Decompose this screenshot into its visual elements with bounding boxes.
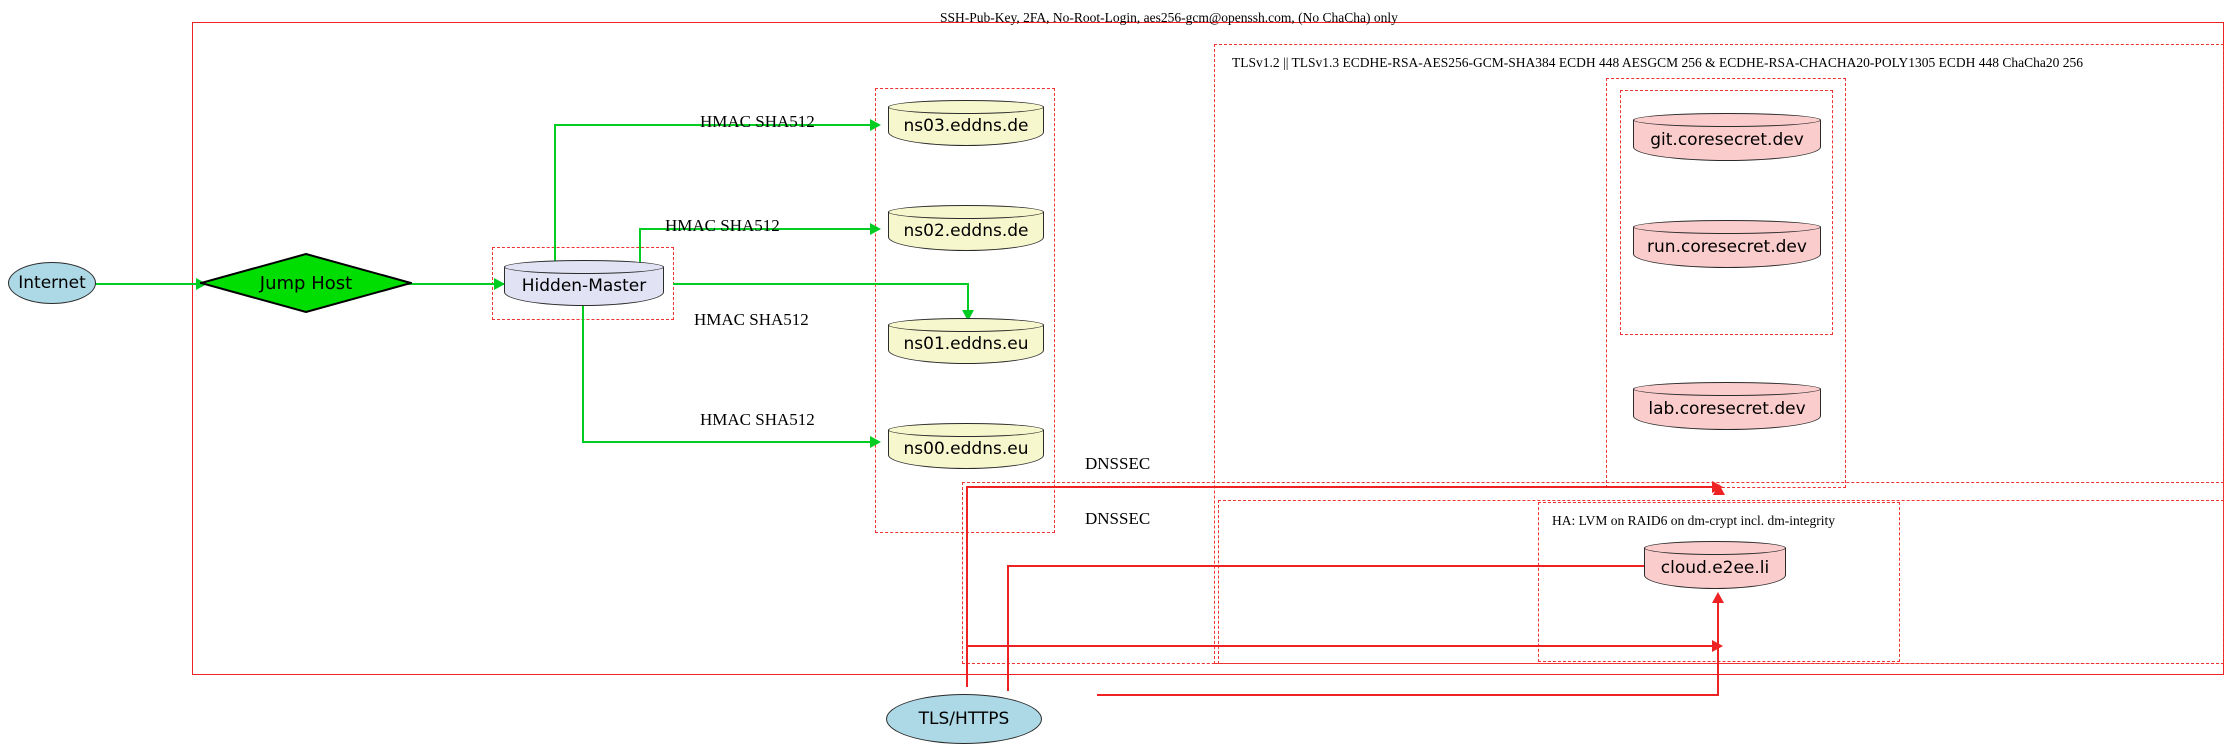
node-tls-https-label: TLS/HTTPS	[918, 709, 1010, 729]
node-lab-coresecret-label: lab.coresecret.dev	[1648, 399, 1806, 419]
node-ns00-top	[888, 423, 1044, 437]
edge-dnssec-lower-arrow	[1713, 484, 1725, 495]
node-git-coresecret-top	[1633, 113, 1821, 127]
edge-master-to-ns01-vertical	[967, 283, 970, 314]
edge-tls-right-arrow	[1712, 592, 1724, 603]
cluster-ha-storage-label: HA: LVM on RAID6 on dm-crypt incl. dm-in…	[1552, 513, 1835, 528]
edge-label-dnssec-upper: DNSSEC	[1085, 454, 1151, 473]
edge-master-to-ns02-horizontal	[639, 228, 876, 231]
node-ns00-label: ns00.eddns.eu	[903, 439, 1029, 459]
edge-master-to-ns03-vertical	[554, 124, 557, 266]
node-git-coresecret[interactable]: git.coresecret.dev	[1633, 113, 1821, 161]
edge-master-to-ns00-vertical	[582, 300, 585, 443]
edge-master-to-ns00-arrow	[870, 436, 881, 448]
edge-master-to-ns01-horizontal	[673, 283, 969, 286]
edge-master-to-ns03-horizontal	[554, 124, 876, 127]
cluster-dnssec-zone-b	[1218, 500, 2224, 664]
node-ns00[interactable]: ns00.eddns.eu	[888, 423, 1044, 469]
edge-tls-right-run	[1097, 694, 1719, 696]
node-jump-host[interactable]: Jump Host	[200, 253, 412, 313]
cluster-coresecret-inner-zone	[1620, 90, 1833, 335]
node-ns01[interactable]: ns01.eddns.eu	[888, 318, 1044, 364]
edge-dnssec-lower-riser	[1007, 565, 1009, 691]
node-ns01-top	[888, 318, 1044, 332]
node-ns02-top	[888, 205, 1044, 219]
node-ns02[interactable]: ns02.eddns.de	[888, 205, 1044, 251]
edge-tls-lower-long-arrow	[1712, 640, 1723, 652]
cluster-dns-zone	[875, 88, 1055, 533]
edge-label-hmac-ns01: HMAC SHA512	[694, 310, 809, 329]
edge-label-hmac-ns02: HMAC SHA512	[665, 216, 780, 235]
node-lab-coresecret[interactable]: lab.coresecret.dev	[1633, 382, 1821, 430]
edge-dnssec-upper-riser	[966, 486, 968, 687]
node-ns03[interactable]: ns03.eddns.de	[888, 100, 1044, 146]
node-ns02-label: ns02.eddns.de	[903, 221, 1029, 241]
cluster-tls-perimeter-label: TLSv1.2 || TLSv1.3 ECDHE-RSA-AES256-GCM-…	[1232, 55, 2083, 70]
cluster-coresecret-zone	[1606, 78, 1846, 488]
cluster-ha-storage-zone	[1538, 502, 1900, 662]
node-run-coresecret-top	[1633, 220, 1821, 234]
node-hidden-master-top	[504, 260, 664, 274]
edge-tls-lower-long-run	[966, 645, 1719, 647]
edge-label-hmac-ns03: HMAC SHA512	[700, 112, 815, 131]
node-lab-coresecret-top	[1633, 382, 1821, 396]
edge-label-dnssec-lower: DNSSEC	[1085, 509, 1151, 528]
edge-label-hmac-ns00: HMAC SHA512	[700, 410, 815, 429]
node-cloud-e2ee-label: cloud.e2ee.li	[1660, 558, 1770, 578]
node-ns03-top	[888, 100, 1044, 114]
node-ns01-label: ns01.eddns.eu	[903, 334, 1029, 354]
edge-master-to-ns01-arrow	[962, 310, 974, 321]
cluster-ssh-perimeter-label: SSH-Pub-Key, 2FA, No-Root-Login, aes256-…	[940, 10, 1398, 25]
node-internet-label: Internet	[18, 273, 86, 293]
edge-master-to-ns03-arrow	[870, 119, 881, 131]
edge-master-to-ns02-arrow	[870, 223, 881, 235]
edge-master-to-ns00-horizontal	[582, 441, 876, 444]
edge-jumphost-to-hiddenmaster-arrow	[494, 278, 505, 290]
node-ns03-label: ns03.eddns.de	[903, 116, 1029, 136]
node-cloud-e2ee[interactable]: cloud.e2ee.li	[1644, 541, 1786, 589]
jump-host-diamond-icon	[200, 253, 412, 313]
edge-dnssec-upper-run	[966, 486, 1718, 488]
node-hidden-master-label: Hidden-Master	[521, 276, 647, 296]
edge-dnssec-lower-run	[1007, 565, 1718, 567]
node-run-coresecret[interactable]: run.coresecret.dev	[1633, 220, 1821, 268]
edge-master-to-ns02-vertical	[639, 228, 642, 270]
node-run-coresecret-label: run.coresecret.dev	[1647, 237, 1807, 257]
node-tls-https[interactable]: TLS/HTTPS	[886, 694, 1042, 744]
node-hidden-master[interactable]: Hidden-Master	[504, 260, 664, 306]
node-git-coresecret-label: git.coresecret.dev	[1650, 130, 1804, 150]
edge-internet-to-jumphost	[92, 283, 197, 286]
node-cloud-e2ee-top	[1644, 541, 1786, 555]
node-internet[interactable]: Internet	[8, 262, 96, 304]
